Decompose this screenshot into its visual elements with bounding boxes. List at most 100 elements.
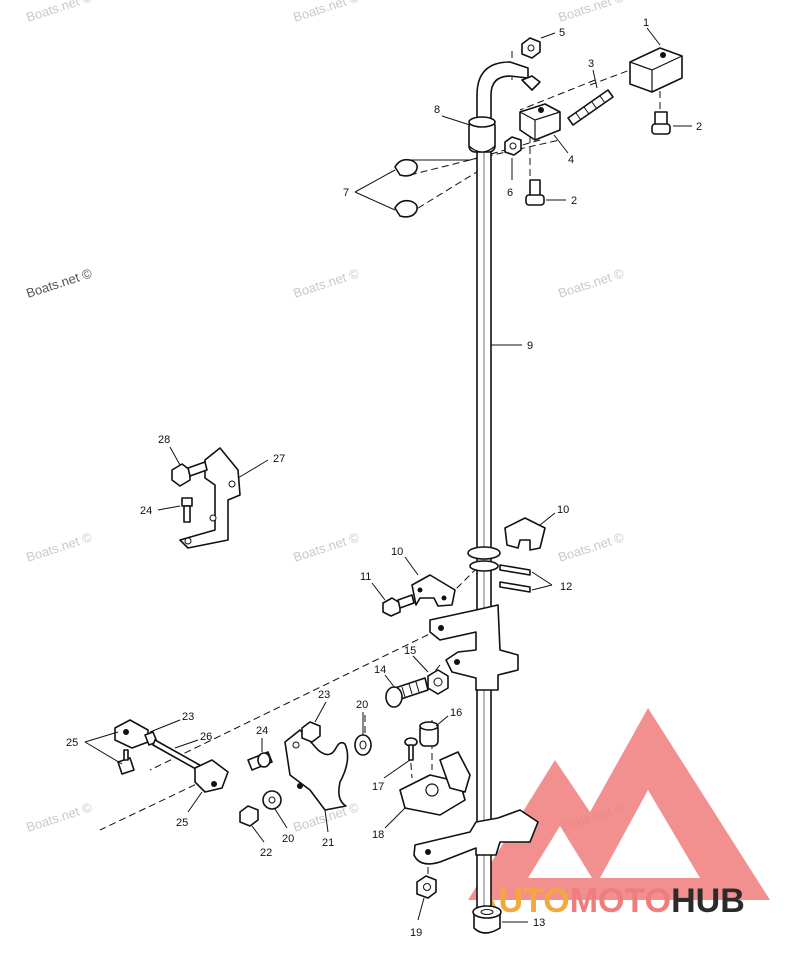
collar-assembly (382, 517, 546, 617)
callout-17: 17 (372, 781, 384, 793)
bolt-28-head (171, 463, 191, 487)
leader-3 (592, 69, 598, 89)
washer-hole (268, 796, 276, 804)
leader-4 (553, 134, 569, 154)
leader-26 (174, 739, 199, 749)
leader-14 (384, 674, 396, 689)
dash-line (99, 779, 206, 831)
leader-23-left (149, 719, 181, 733)
screw-2-head (651, 123, 671, 135)
lever-hole (438, 625, 444, 631)
watermark: Boats.net © (24, 0, 94, 25)
leader-11 (371, 582, 386, 601)
callout-1: 1 (643, 17, 649, 29)
callout-7: 7 (343, 187, 349, 199)
callout-10-lower: 10 (391, 546, 403, 558)
screw-2-lower (529, 179, 541, 197)
logo-triangle-hole-2 (600, 790, 700, 878)
upper-lever (429, 604, 519, 691)
callout-22: 22 (260, 847, 272, 859)
leader-7 (354, 169, 396, 211)
callout-labels: 1 2 3 5 4 8 6 2 7 9 28 27 24 10 10 11 12… (66, 17, 702, 939)
callout-4: 4 (568, 154, 574, 166)
lever-arm (429, 604, 519, 691)
dash-line (410, 139, 561, 161)
callout-9: 9 (527, 340, 533, 352)
leader-17 (383, 759, 411, 779)
rod-end-25-right (194, 759, 229, 793)
upper-bushing (468, 116, 496, 153)
nut-23 (301, 721, 321, 743)
callout-20-upper: 20 (356, 699, 368, 711)
dash-line (414, 169, 481, 211)
clamp-hole (441, 595, 447, 601)
watermark: Boats.net © (291, 265, 361, 300)
cam-assembly (399, 721, 471, 816)
watermark: Boats.net © (24, 799, 94, 834)
lower-lever-arm (413, 809, 539, 865)
plate-hole (292, 741, 300, 749)
nut-19-hole (423, 883, 431, 891)
leader-27 (237, 459, 269, 479)
washer-20-hole (359, 740, 367, 750)
screw-24-head (181, 497, 193, 507)
bushing-13-hole (480, 909, 494, 915)
leader-12 (531, 571, 553, 591)
upper-linkage (504, 37, 683, 206)
leader-28 (169, 446, 181, 466)
leader-18 (384, 807, 406, 829)
link-rod-assembly (114, 719, 229, 793)
callout-28: 28 (158, 434, 170, 446)
callout-20-lower: 20 (282, 833, 294, 845)
bracket-hole (184, 537, 192, 545)
nut-15-hole (433, 677, 443, 687)
logo-text-hub: HUB (671, 882, 745, 920)
watermark: Boats.net © (291, 0, 361, 25)
bushing-flange (468, 145, 496, 153)
callout-19: 19 (410, 927, 422, 939)
screw-2-lower-head (525, 194, 545, 206)
callout-2-lower: 2 (571, 195, 577, 207)
link-plate-assembly (239, 721, 372, 827)
rod-end-hole (123, 729, 129, 735)
bolt-14-head (385, 686, 403, 708)
cam-spring (439, 751, 471, 793)
nut-22 (239, 805, 259, 827)
bracket-hole (209, 514, 217, 522)
dash-line (454, 559, 486, 591)
leader-25-lower (187, 791, 203, 813)
leader-24-upper (157, 505, 181, 511)
bolt-thread (401, 681, 420, 698)
callout-3: 3 (588, 58, 594, 70)
lever-hole (454, 659, 460, 665)
callout-25-lower: 25 (176, 817, 188, 829)
callout-11: 11 (360, 571, 371, 583)
rod-end-hole (211, 781, 217, 787)
leader-15 (412, 655, 429, 673)
callout-14: 14 (374, 664, 386, 676)
bracket-27 (179, 447, 241, 549)
dash-line (149, 624, 449, 771)
callout-18: 18 (372, 829, 384, 841)
pin-12 (499, 564, 531, 576)
e-clips (394, 158, 418, 218)
leader-lines (84, 27, 692, 923)
logo-text: AUTOMOTOHUB (474, 882, 745, 920)
callout-23-left: 23 (182, 711, 194, 723)
callout-10-upper: 10 (557, 504, 569, 516)
callout-5: 5 (559, 27, 565, 39)
washer (469, 560, 499, 572)
callout-27: 27 (273, 453, 285, 465)
dash-line (589, 69, 631, 86)
main-shaft (476, 61, 529, 911)
screw-2 (654, 111, 668, 126)
logo-text-moto: MOTO (570, 882, 671, 920)
watermark: Boats.net © (556, 265, 626, 300)
nut-5-hole (527, 44, 535, 52)
bottom-parts (416, 875, 502, 934)
callout-24-upper: 24 (140, 505, 152, 517)
bracket-hole (228, 480, 236, 488)
callout-25-left: 25 (66, 737, 78, 749)
screw-11-head (382, 597, 401, 617)
